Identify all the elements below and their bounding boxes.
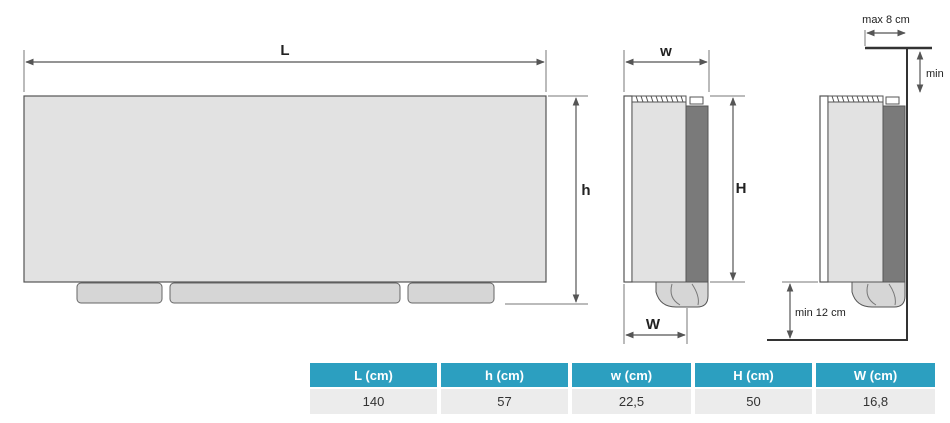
value-L: 140 [310,389,437,414]
install-dark-band [882,105,906,283]
base-foot-center [169,282,401,304]
min-floor-label: min 12 cm [795,307,846,319]
header-w: w (cm) [572,363,691,387]
base-foot-right [407,282,495,304]
dimensions-table: L (cm) h (cm) w (cm) H (cm) W (cm) 140 5… [306,363,939,414]
side-view: w H W [623,43,747,344]
max-gap-label: max 8 cm [862,14,910,26]
front-panel [23,95,547,283]
value-H: 50 [695,389,812,414]
base-depth-label: W [646,316,661,333]
side-body [631,101,687,283]
side-top-clip [689,96,704,105]
side-dark-band [685,105,709,283]
header-W: W (cm) [816,363,935,387]
depth-label: w [659,43,672,60]
table-row: 140 57 22,5 50 16,8 [310,389,935,414]
front-view: L h [23,42,591,305]
value-W: 16,8 [816,389,935,414]
side-foot [655,281,709,308]
total-height-label: H [736,180,747,197]
value-w: 22,5 [572,389,691,414]
length-label: L [280,42,289,59]
header-h: h (cm) [441,363,568,387]
installation-view: max 8 cm min min 12 cm [767,14,944,341]
base-foot-left [76,282,163,304]
value-h: 57 [441,389,568,414]
height-label: h [581,182,590,199]
header-L: L (cm) [310,363,437,387]
table-header-row: L (cm) h (cm) w (cm) H (cm) W (cm) [310,363,935,387]
min-top-label: min [926,68,944,80]
side-outer-panel [623,95,633,283]
install-foot [851,281,906,308]
header-H: H (cm) [695,363,812,387]
